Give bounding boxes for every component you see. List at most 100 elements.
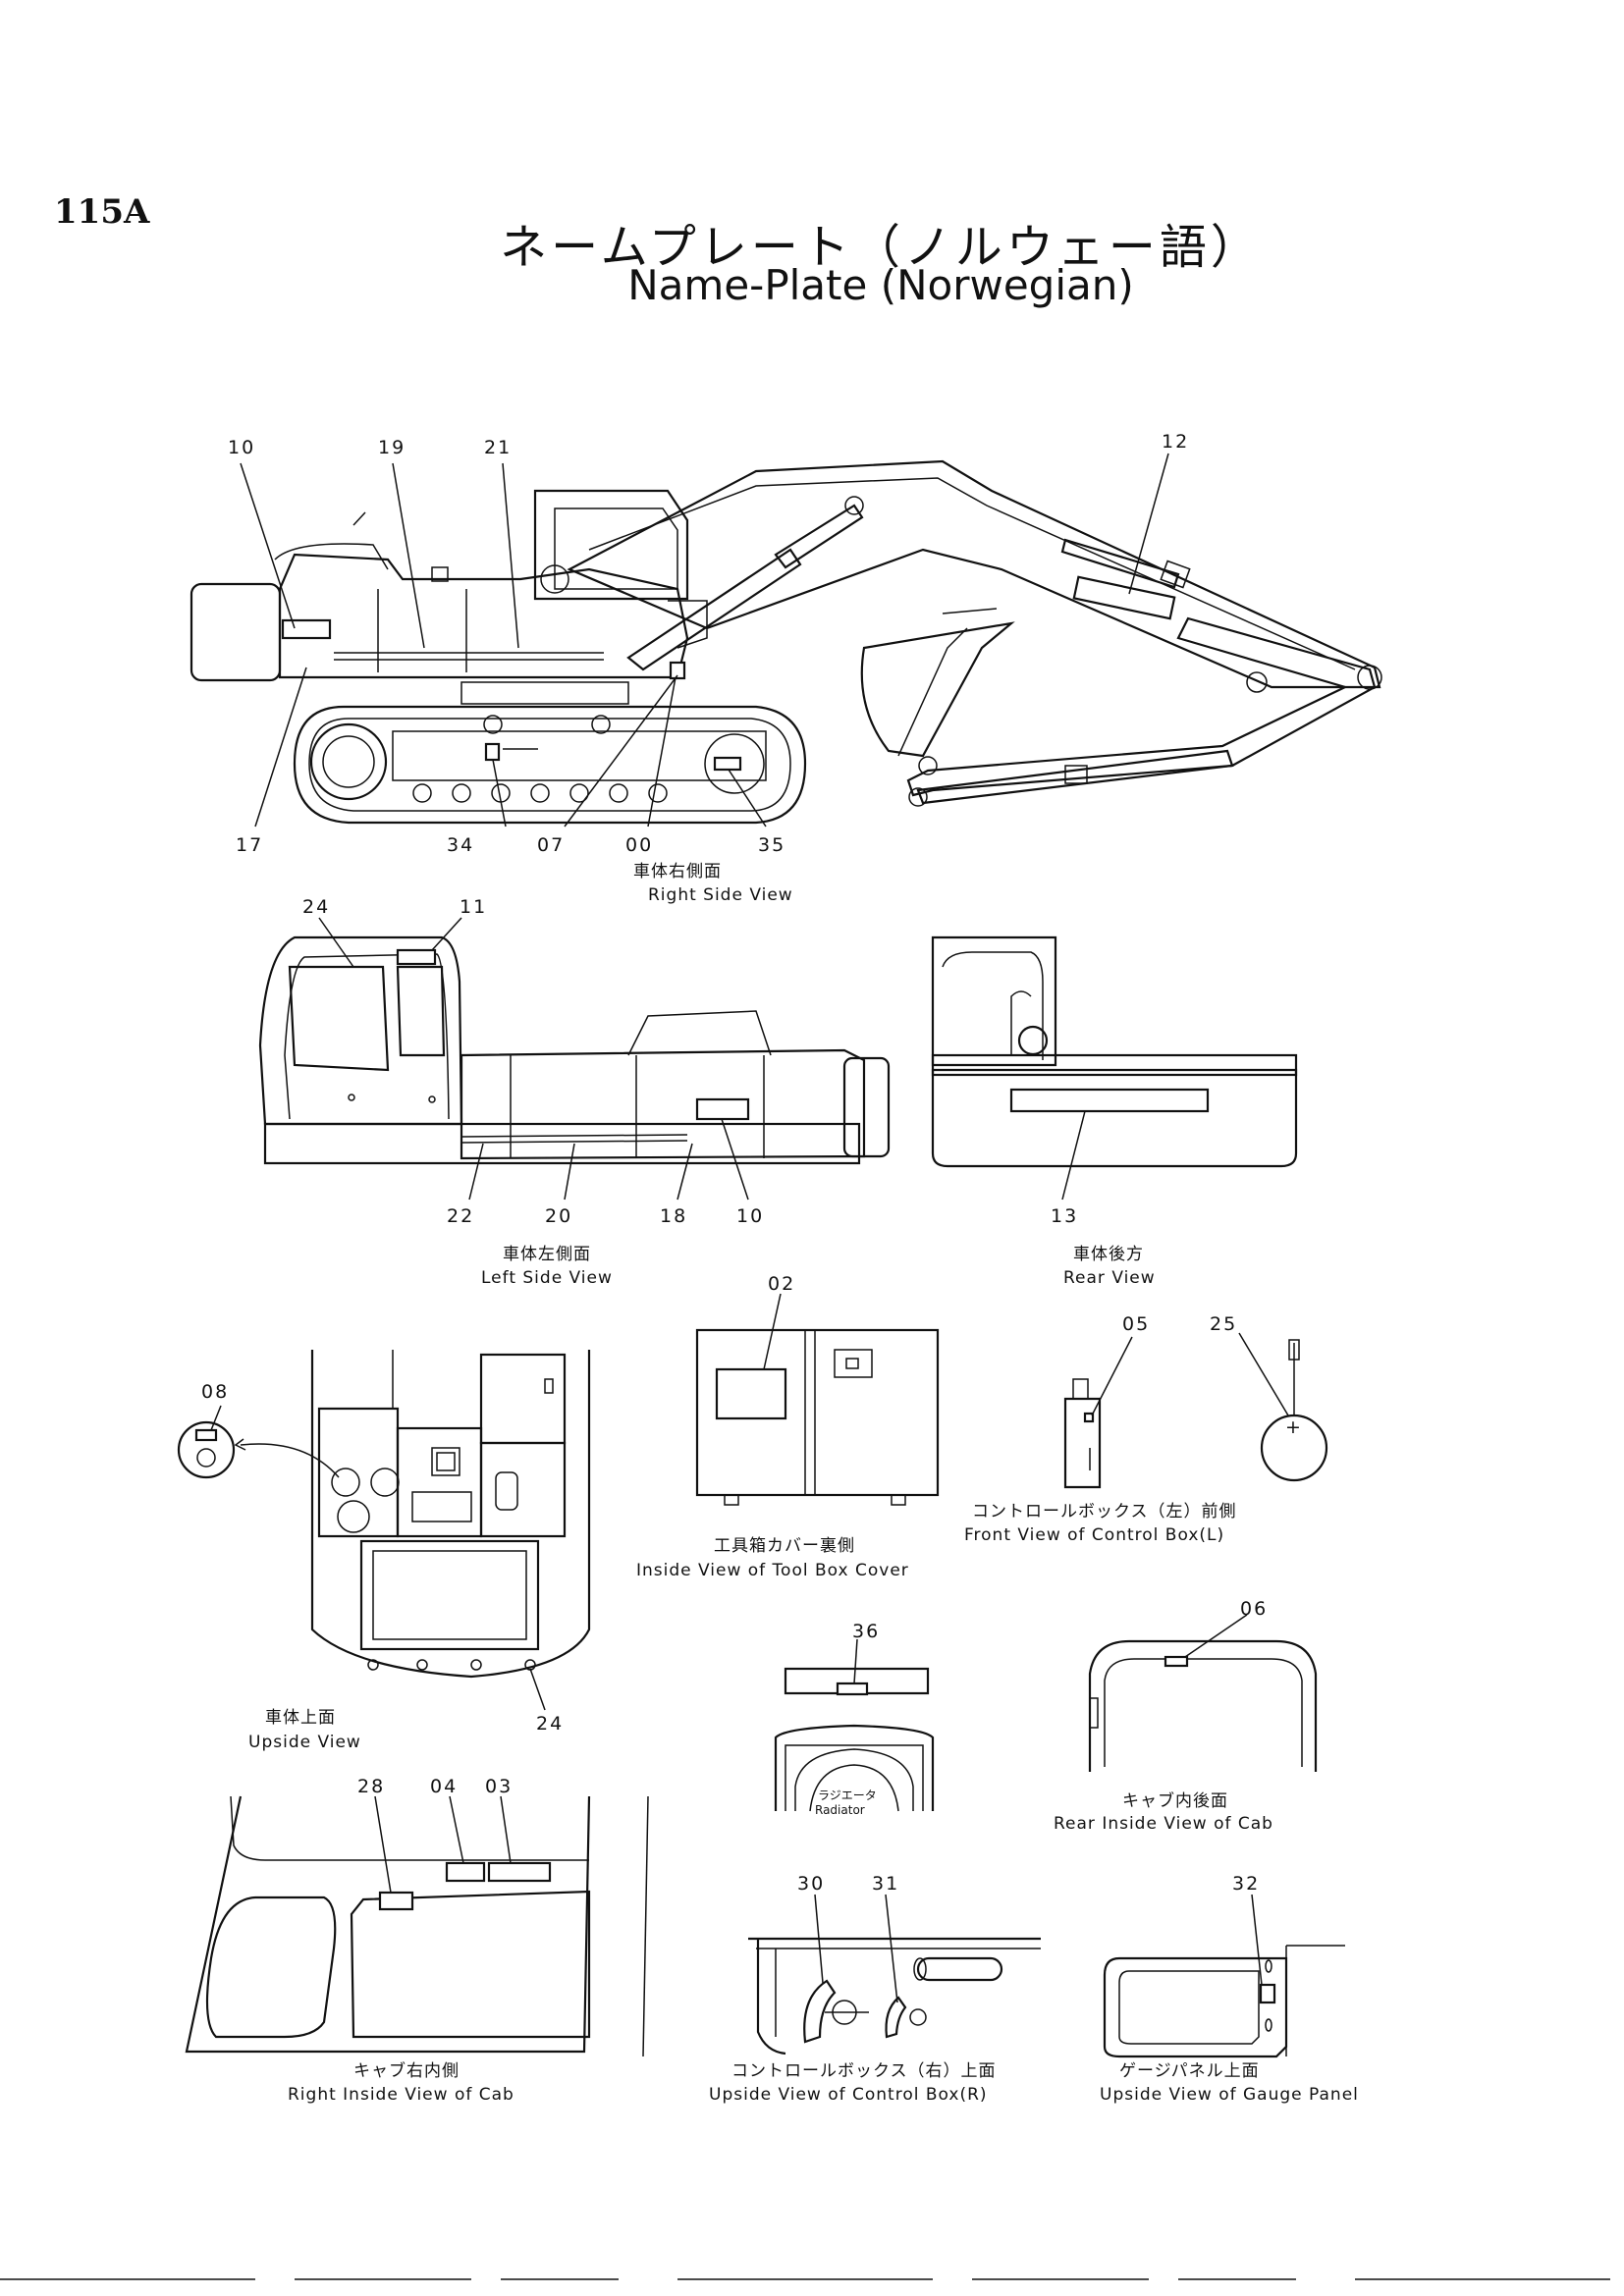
upside-view: 08 24 車体上面 Upside View <box>177 1350 591 1752</box>
label-32: 32 <box>1232 1873 1260 1895</box>
cab-rear-view: 06 キャブ内後面 Rear Inside View of Cab <box>1054 1598 1318 1834</box>
label-30: 30 <box>797 1873 825 1895</box>
plate-05 <box>1083 1412 1095 1423</box>
caption-control-box-r-jp: コントロールボックス（右）上面 <box>731 2061 997 2081</box>
rear-counterweight <box>931 1068 1298 1168</box>
plate-08-detail <box>177 1420 236 1479</box>
label-08: 08 <box>201 1381 229 1403</box>
caption-rear-jp: 車体後方 <box>1073 1245 1144 1264</box>
boom <box>567 459 1381 689</box>
plate-35 <box>713 756 742 772</box>
radiator-view: 36 ラジエータ Radiator <box>774 1621 935 1817</box>
cab-right-window-front <box>350 1890 591 2039</box>
upside-body <box>310 1350 591 1679</box>
label-35: 35 <box>758 834 785 856</box>
caption-left-side-en: Left Side View <box>481 1268 613 1288</box>
label-17: 17 <box>236 834 263 856</box>
cab-right-view: 28 04 03 キャブ右内側 Right Inside View of Cab <box>185 1776 649 2105</box>
boom-cylinder <box>626 548 802 671</box>
caption-control-box-r-en: Upside View of Control Box(R) <box>709 2085 988 2105</box>
caption-cab-rear-jp: キャブ内後面 <box>1122 1790 1228 1811</box>
page-title-english: Name-Plate (Norwegian) <box>627 261 1134 309</box>
gauge-panel <box>1103 1956 1288 2058</box>
rear-view: 13 車体後方 Rear View <box>931 935 1298 1288</box>
radiator-housing <box>774 1724 935 1811</box>
label-24b: 24 <box>536 1713 564 1735</box>
label-22: 22 <box>447 1205 474 1227</box>
gauge-panel-view: 32 ゲージパネル上面 Upside View of Gauge Panel <box>1100 1873 1359 2105</box>
cab-right-frame <box>185 1795 591 2054</box>
plate-02 <box>715 1367 787 1420</box>
caption-right-side-en: Right Side View <box>648 885 793 905</box>
left-side-view: 24 11 22 20 18 10 車体左側面 Left Side View <box>258 896 891 1288</box>
caption-rear-en: Rear View <box>1063 1268 1156 1288</box>
bucket <box>860 621 1015 758</box>
counterweight <box>189 582 282 682</box>
label-10: 10 <box>228 437 255 458</box>
plate-30 <box>803 1979 837 2044</box>
page-number: 115A <box>54 192 150 232</box>
label-19: 19 <box>378 437 406 458</box>
caption-cab-rear-en: Rear Inside View of Cab <box>1054 1814 1273 1834</box>
label-24: 24 <box>302 896 330 918</box>
caption-upside-en: Upside View <box>248 1733 361 1752</box>
left-lower-frame <box>263 1122 861 1165</box>
plate-36 <box>836 1682 869 1696</box>
label-34: 34 <box>447 834 474 856</box>
label-07: 07 <box>537 834 565 856</box>
plate-10 <box>281 618 332 640</box>
control-box-left-view: + 05 25 コントロールボックス（左）前側 Front View of Co… <box>964 1313 1328 1545</box>
label-21: 21 <box>484 437 512 458</box>
caption-cab-right-jp: キャブ右内側 <box>353 2060 460 2081</box>
label-00: 00 <box>625 834 653 856</box>
radiator-label-jp: ラジエータ <box>818 1789 877 1802</box>
label-36: 36 <box>852 1621 880 1642</box>
control-box-left <box>1063 1397 1102 1489</box>
label-02: 02 <box>768 1273 795 1295</box>
cab-right-window-rear <box>205 1896 337 2039</box>
svg-text:+: + <box>1285 1416 1303 1438</box>
caption-control-box-l-jp: コントロールボックス（左）前側 <box>972 1502 1237 1522</box>
label-11: 11 <box>460 896 487 918</box>
label-18: 18 <box>660 1205 687 1227</box>
label-13: 13 <box>1051 1205 1078 1227</box>
plate-13 <box>1009 1088 1210 1113</box>
label-25: 25 <box>1210 1313 1237 1335</box>
left-upper-body <box>460 1048 866 1160</box>
control-box-right-view: 30 31 コントロールボックス（右）上面 Upside View of Con… <box>709 1873 1041 2105</box>
page-title-japanese: ネームプレート（ノルウェー語） <box>500 220 1262 275</box>
label-05: 05 <box>1122 1313 1150 1335</box>
radiator-label-en: Radiator <box>815 1803 865 1817</box>
cab-rear-frame <box>1088 1639 1318 1772</box>
tool-box-cover <box>695 1328 940 1497</box>
caption-tool-box-en: Inside View of Tool Box Cover <box>636 1561 909 1580</box>
label-20: 20 <box>545 1205 572 1227</box>
caption-control-box-l-en: Front View of Control Box(L) <box>964 1525 1224 1545</box>
label-31: 31 <box>872 1873 899 1895</box>
plate-10-left <box>695 1097 750 1121</box>
label-10b: 10 <box>736 1205 764 1227</box>
label-12: 12 <box>1162 431 1189 453</box>
label-04: 04 <box>430 1776 458 1797</box>
plate-28 <box>378 1891 414 1911</box>
right-side-view: 10 19 21 12 17 34 07 00 35 車体右側面 Right S… <box>189 431 1382 905</box>
plate-12 <box>1072 575 1176 620</box>
label-03: 03 <box>485 1776 513 1797</box>
caption-gauge-panel-en: Upside View of Gauge Panel <box>1100 2085 1359 2105</box>
rear-cab <box>931 935 1057 1067</box>
plate-04 <box>445 1861 486 1883</box>
caption-right-side-jp: 車体右側面 <box>633 862 722 881</box>
cab-left <box>258 935 463 1126</box>
caption-tool-box-jp: 工具箱カバー裏側 <box>714 1535 855 1556</box>
tool-box-view: 02 工具箱カバー裏側 Inside View of Tool Box Cove… <box>636 1273 940 1580</box>
arm <box>906 616 1377 797</box>
caption-cab-right-en: Right Inside View of Cab <box>288 2085 514 2105</box>
cab <box>533 489 689 601</box>
upper-body <box>278 553 689 679</box>
caption-upside-jp: 車体上面 <box>265 1708 336 1728</box>
plate-06 <box>1164 1655 1189 1668</box>
track <box>293 705 807 825</box>
plate-00 <box>669 661 686 680</box>
caption-gauge-panel-jp: ゲージパネル上面 <box>1119 2061 1260 2081</box>
